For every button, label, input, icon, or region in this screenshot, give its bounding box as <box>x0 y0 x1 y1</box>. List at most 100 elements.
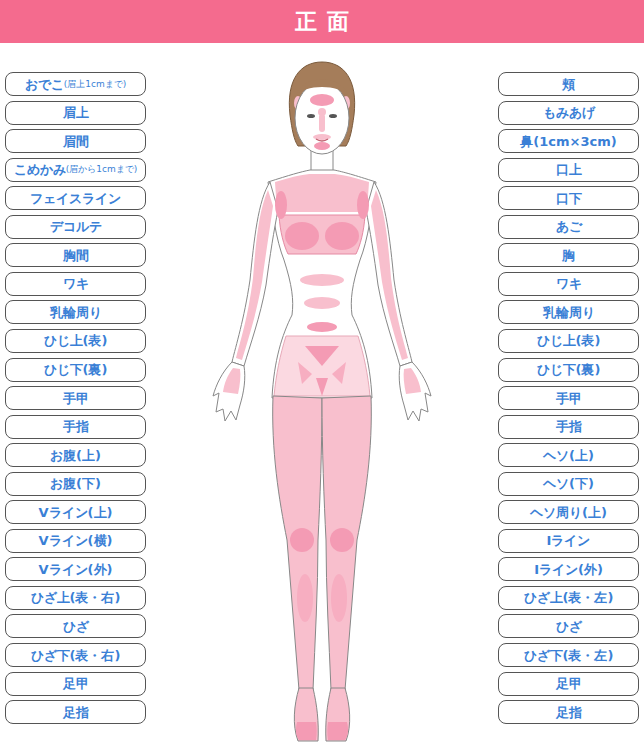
figure-part <box>298 362 312 384</box>
area-button: こめかみ(眉から1cmまで) <box>5 158 146 182</box>
area-button: 足甲 <box>5 672 146 696</box>
area-button: 眉上 <box>5 101 146 125</box>
figure-part <box>316 139 328 141</box>
area-label: 手甲 <box>556 392 582 405</box>
area-button: ひざ上(表・左) <box>498 586 639 610</box>
area-button: 胸 <box>498 243 639 267</box>
area-label: こめかみ <box>14 163 66 176</box>
area-label: 手指 <box>63 420 89 433</box>
area-label: デコルテ <box>50 220 102 233</box>
figure-part <box>305 346 339 366</box>
area-label: 口上 <box>556 163 582 176</box>
area-label: 鼻(1cm×3cm) <box>520 135 616 148</box>
area-button: お腹(上) <box>5 443 146 467</box>
area-label: おでこ <box>25 78 64 91</box>
area-label: Vライン(外) <box>39 563 113 576</box>
body-figure <box>213 62 431 741</box>
area-label: 眉間 <box>63 135 89 148</box>
area-label: ワキ <box>63 277 89 290</box>
area-label: ひざ上(表・左) <box>524 591 614 604</box>
area-button: ワキ <box>498 272 639 296</box>
area-label: (眉から1cmまで) <box>66 165 137 174</box>
area-button: 口下 <box>498 186 639 210</box>
area-button: Iライン <box>498 529 639 553</box>
area-button: もみあげ <box>498 101 639 125</box>
area-label: Vライン(上) <box>39 506 113 519</box>
figure-part <box>304 297 340 309</box>
figure-part <box>332 362 346 384</box>
area-label: フェイスライン <box>30 192 121 205</box>
area-label: ワキ <box>556 277 582 290</box>
area-label: ヘソ周り(上) <box>530 506 607 519</box>
area-button: ひじ下(裏) <box>498 358 639 382</box>
area-button: ひざ上(表・右) <box>5 586 146 610</box>
area-button: Vライン(外) <box>5 557 146 581</box>
figure-part <box>310 94 334 106</box>
area-label: ひざ下(表・左) <box>524 649 614 662</box>
area-button: ひじ上(表) <box>5 329 146 353</box>
figure-part <box>307 322 337 332</box>
area-label: ひざ <box>556 620 582 633</box>
area-button: 眉間 <box>5 129 146 153</box>
area-button: ひざ <box>498 614 639 638</box>
area-button: ひざ下(表・右) <box>5 643 146 667</box>
area-label: Iライン(外) <box>534 563 603 576</box>
area-label: 足甲 <box>556 677 582 690</box>
area-label: 足指 <box>556 706 582 719</box>
area-button: 足指 <box>498 700 639 724</box>
area-button: ヘソ周り(上) <box>498 500 639 524</box>
figure-part <box>325 222 359 250</box>
page-title: 正面 <box>285 7 359 37</box>
area-button: 足甲 <box>498 672 639 696</box>
figure-part <box>329 114 337 118</box>
area-label: ひざ上(表・右) <box>31 591 121 604</box>
area-button: 頬 <box>498 72 639 96</box>
area-button: デコルテ <box>5 215 146 239</box>
figure-part <box>213 96 322 741</box>
figure-part <box>319 114 325 132</box>
area-label: ひざ下(表・右) <box>31 649 121 662</box>
area-button: 手甲 <box>498 386 639 410</box>
area-button: Vライン(横) <box>5 529 146 553</box>
area-button: ひざ <box>5 614 146 638</box>
area-label: 手甲 <box>63 392 89 405</box>
area-button: 手指 <box>498 415 639 439</box>
area-button: 足指 <box>5 700 146 724</box>
area-label: Iライン <box>547 534 591 547</box>
area-button: フェイスライン <box>5 186 146 210</box>
area-button: 口上 <box>498 158 639 182</box>
area-label: 足指 <box>63 706 89 719</box>
area-label: ひじ上(表) <box>537 334 601 347</box>
figure-part <box>314 142 330 150</box>
area-button: ワキ <box>5 272 146 296</box>
area-label: 眉上 <box>63 106 89 119</box>
area-button: 乳輪周り <box>498 300 639 324</box>
area-button: ひじ上(表) <box>498 329 639 353</box>
area-label: 乳輪周り <box>50 306 102 319</box>
figure-part <box>295 82 349 154</box>
figure-part <box>279 215 365 254</box>
area-label: ひじ下(裏) <box>44 363 108 376</box>
figure-part <box>322 96 431 741</box>
area-button: Vライン(上) <box>5 500 146 524</box>
figure-part <box>274 336 370 396</box>
area-label: ひじ下(裏) <box>537 363 601 376</box>
area-label: 手指 <box>556 420 582 433</box>
area-label: 足甲 <box>63 677 89 690</box>
figure-part <box>285 222 319 250</box>
area-label: もみあげ <box>543 106 595 119</box>
area-button: Iライン(外) <box>498 557 639 581</box>
area-button: 手甲 <box>5 386 146 410</box>
area-button: 手指 <box>5 415 146 439</box>
title-bar: 正面 <box>0 0 644 43</box>
area-label: Vライン(横) <box>39 534 113 547</box>
area-button: ヘソ(上) <box>498 443 639 467</box>
figure-part <box>313 134 331 140</box>
area-label: 胸 <box>562 249 575 262</box>
area-label: お腹(上) <box>50 449 101 462</box>
area-button: ひじ下(裏) <box>5 358 146 382</box>
area-label: ひざ <box>63 620 89 633</box>
area-label: ひじ上(表) <box>44 334 108 347</box>
figure-part <box>275 174 369 212</box>
area-label: 口下 <box>556 192 582 205</box>
